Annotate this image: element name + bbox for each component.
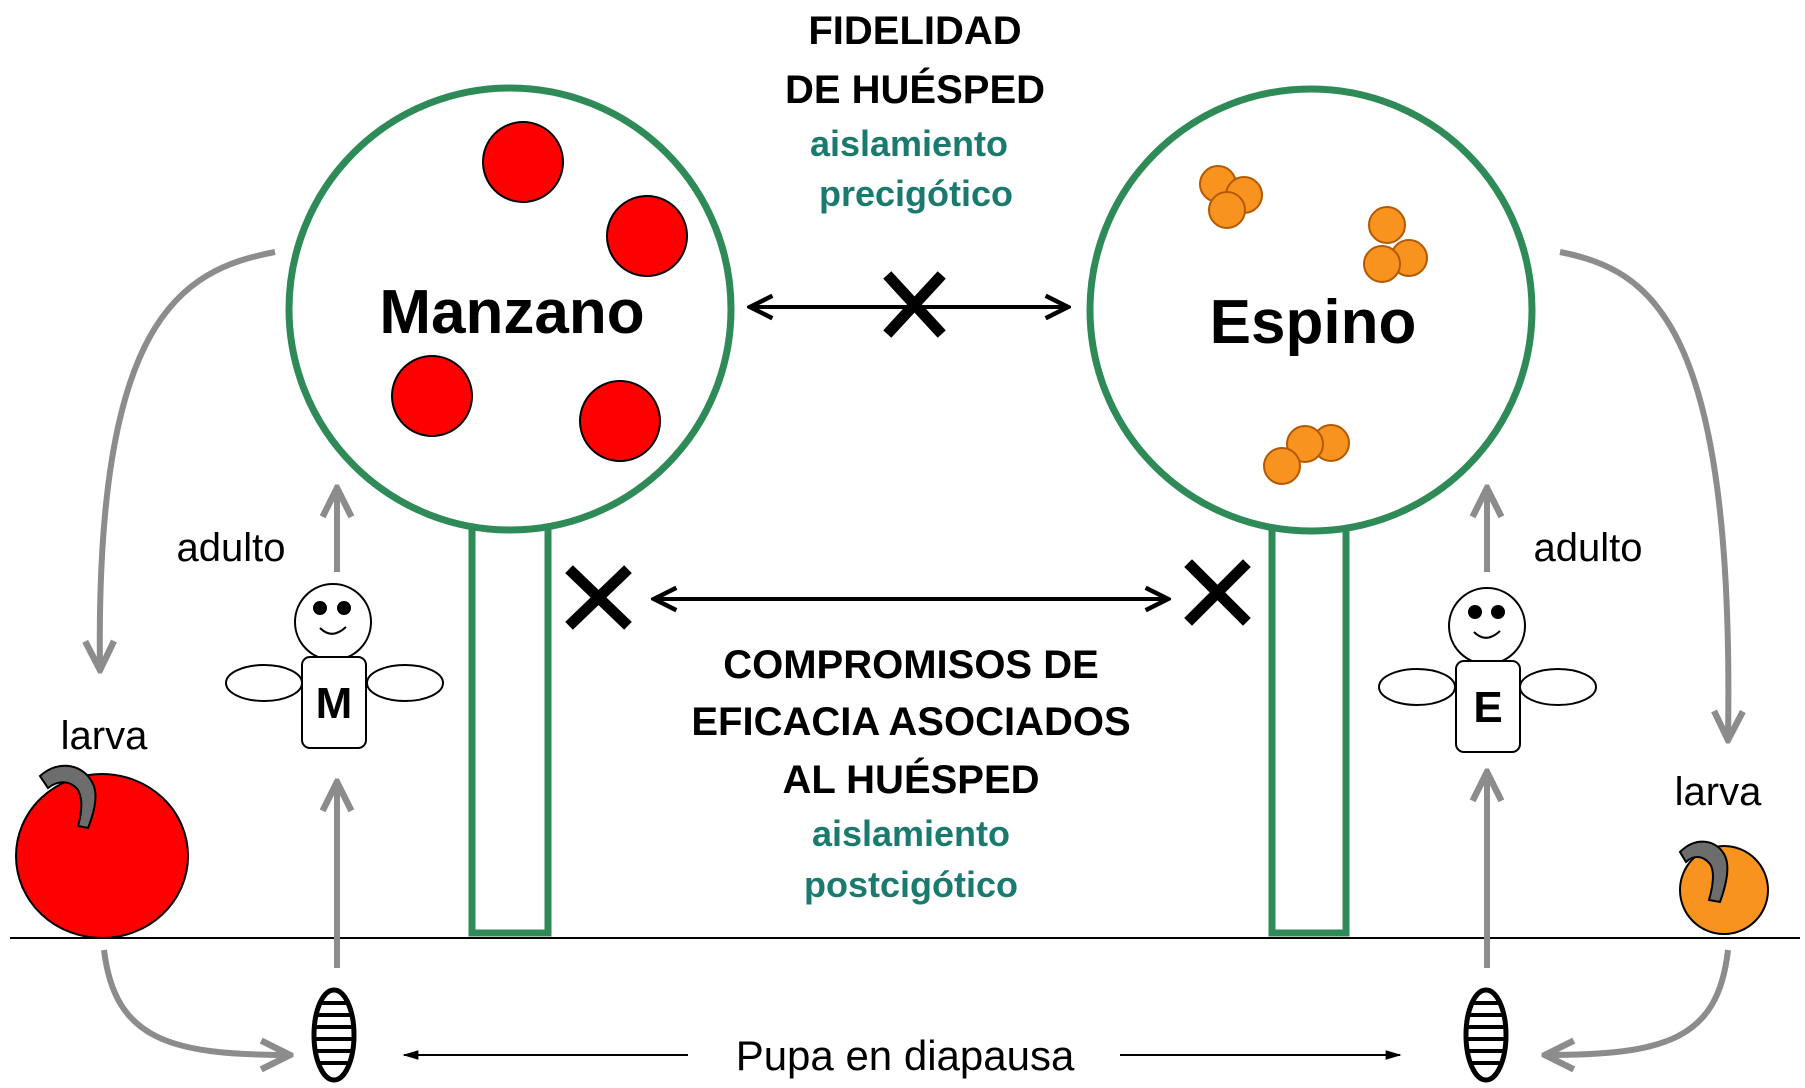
middle-label-sub2: postcigótico xyxy=(804,864,1018,905)
pupa-icon xyxy=(1463,987,1509,1083)
larva-icon xyxy=(1678,840,1729,904)
fly-icon: M xyxy=(225,583,444,749)
middle-label-sub1: aislamiento xyxy=(812,813,1010,854)
left-tree-name: Manzano xyxy=(379,278,644,347)
apple-icon xyxy=(606,195,688,277)
haw-fruits xyxy=(1199,165,1428,485)
middle-label-line2: EFICACIA ASOCIADOS xyxy=(691,700,1130,744)
fly-icon: E xyxy=(1378,587,1597,753)
top-label: FIDELIDAD DE HUÉSPED aislamiento precigó… xyxy=(785,9,1045,214)
haw-icon xyxy=(1678,840,1769,935)
right-tree-name: Espino xyxy=(1210,288,1417,357)
right-life-cycle: adulto larva E xyxy=(1378,249,1769,1083)
apple-icon xyxy=(579,380,661,462)
top-label-line1: FIDELIDAD xyxy=(808,9,1021,53)
apple-fruits xyxy=(391,121,688,462)
top-label-sub1: aislamiento xyxy=(810,123,1008,164)
right-tree-crown xyxy=(1086,85,1536,535)
apple-icon xyxy=(482,121,564,203)
left-larva-label: larva xyxy=(61,714,148,758)
x-mark-icon xyxy=(565,565,632,630)
left-cycle-arrow-top xyxy=(100,249,276,670)
left-adult-label: adulto xyxy=(177,526,286,570)
right-tree-trunk xyxy=(1268,519,1350,937)
haw-icon xyxy=(1199,165,1263,229)
left-life-cycle: adulto larva M xyxy=(15,249,444,1083)
middle-label: COMPROMISOS DE EFICACIA ASOCIADOS AL HUÉ… xyxy=(691,643,1130,905)
pupa-icon xyxy=(311,987,357,1083)
middle-label-line1: COMPROMISOS DE xyxy=(723,643,1099,687)
haw-icon xyxy=(1263,424,1350,485)
apple-icon xyxy=(15,764,189,939)
right-adult-label: adulto xyxy=(1534,526,1643,570)
larva-icon xyxy=(38,764,97,830)
left-tree: Manzano xyxy=(285,84,735,937)
right-cycle-arrow-top xyxy=(1559,249,1728,740)
right-fly-letter: E xyxy=(1473,683,1502,732)
left-cycle-arrow-bottom xyxy=(101,949,290,1055)
right-cycle-arrow-bottom xyxy=(1545,949,1731,1055)
apple-icon xyxy=(391,355,473,437)
left-fly-letter: M xyxy=(316,679,353,728)
right-tree: Espino xyxy=(1086,85,1536,937)
left-tree-trunk xyxy=(468,519,552,937)
bottom-label: Pupa en diapausa xyxy=(736,1032,1075,1079)
x-mark-icon xyxy=(883,271,946,338)
middle-label-line3: AL HUÉSPED xyxy=(782,757,1039,802)
top-label-line2: DE HUÉSPED xyxy=(785,67,1045,112)
haw-icon xyxy=(1363,206,1428,283)
right-larva-label: larva xyxy=(1675,770,1762,814)
top-label-sub2: precigótico xyxy=(819,173,1013,214)
x-mark-icon xyxy=(1184,559,1251,626)
